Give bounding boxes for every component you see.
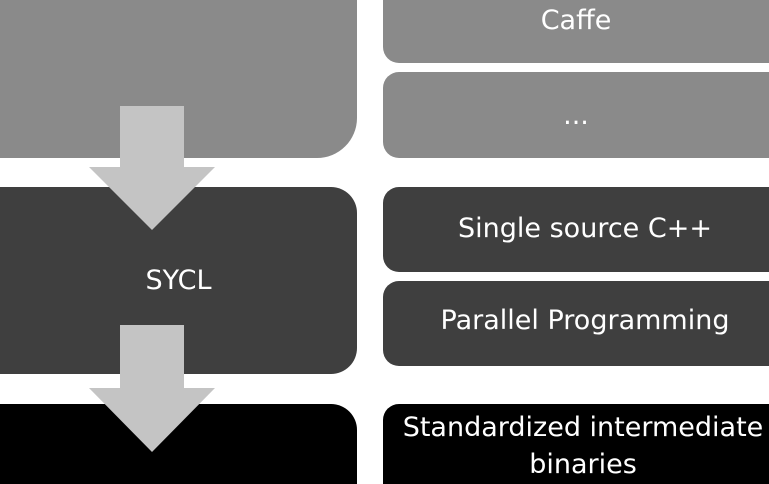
caffe-box: Caffe: [383, 0, 769, 63]
down-arrow-shape: [89, 325, 215, 452]
single-source-cpp-box: Single source C++: [383, 187, 769, 272]
standardized-intermediate-binaries-box: Standardized intermediate binaries: [383, 404, 769, 484]
parallel-programming-box: Parallel Programming: [383, 281, 769, 366]
parallel-programming-label: Parallel Programming: [440, 305, 730, 336]
ellipsis-label: ...: [563, 100, 589, 131]
sycl-label: SYCL: [145, 265, 212, 296]
down-arrow-shape: [89, 106, 215, 230]
single-source-cpp-label: Single source C++: [458, 213, 712, 244]
down-arrow-icon: [89, 106, 215, 230]
caffe-label: Caffe: [540, 5, 612, 36]
standardized-intermediate-binaries-label: Standardized intermediate binaries: [402, 412, 764, 480]
down-arrow-icon: [89, 325, 215, 452]
ellipsis-box: ...: [383, 72, 769, 158]
